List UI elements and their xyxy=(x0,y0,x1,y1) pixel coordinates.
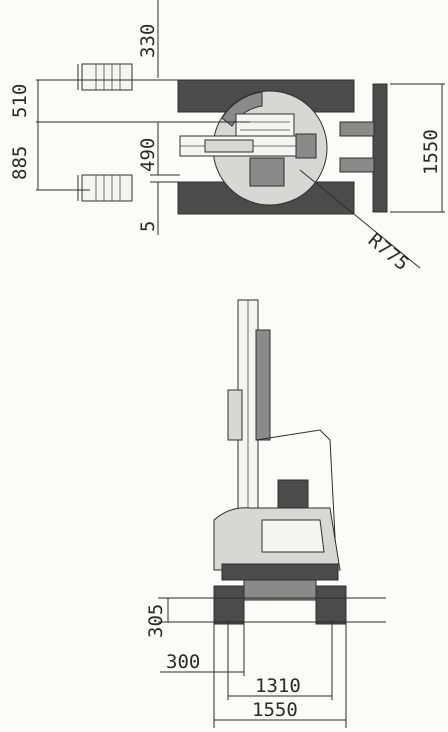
boom-swing-bracket xyxy=(295,133,317,159)
dim-swing-radius: R775 xyxy=(364,229,413,275)
bucket-top-1 xyxy=(81,63,133,91)
dim-track-gap: 490 xyxy=(137,138,159,172)
cab-seat xyxy=(249,157,285,187)
bucket-top-2 xyxy=(81,174,133,202)
dim-boom-offset: 885 xyxy=(9,146,31,180)
boom-cylinder-vertical xyxy=(227,389,243,441)
canopy xyxy=(255,429,337,557)
dim-overall-width: 1550 xyxy=(252,699,298,721)
front-view: 305 300 1310 1550 xyxy=(145,299,386,728)
dim-ground-clearance: 305 xyxy=(145,604,167,638)
boom-cylinder xyxy=(204,139,254,153)
arm-vertical xyxy=(255,329,271,441)
dim-upper-offset: 510 xyxy=(9,84,31,118)
dim-lower-offset: 5 xyxy=(137,221,159,232)
dim-tail-offset: 330 xyxy=(137,24,159,58)
top-view: 330 510 885 490 5 1550 R775 xyxy=(9,0,445,275)
dim-blade-width: 1550 xyxy=(420,129,442,175)
blade-arm-2 xyxy=(339,157,375,173)
dim-track-shoe-width: 300 xyxy=(166,651,200,673)
blade-arm xyxy=(339,121,375,137)
dim-track-gauge: 1310 xyxy=(255,675,301,697)
right-track-front xyxy=(315,585,347,625)
radius-leader xyxy=(299,169,421,269)
left-track-front xyxy=(213,585,245,625)
front-panel xyxy=(261,519,325,553)
dozer-blade xyxy=(372,83,388,213)
swing-base xyxy=(221,563,339,581)
